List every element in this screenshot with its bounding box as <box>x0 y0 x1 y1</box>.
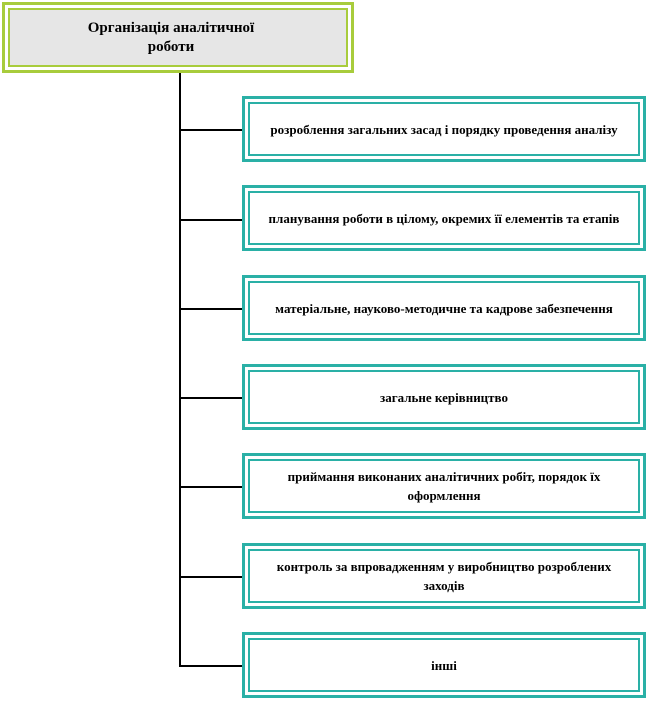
root-node-inner: Організація аналітичної роботи <box>8 8 348 67</box>
child-node: інші <box>242 632 646 698</box>
root-node: Організація аналітичної роботи <box>2 2 354 73</box>
child-node-inner: матеріальне, науково-методичне та кадров… <box>248 281 640 335</box>
child-node: планування роботи в цілому, окремих її е… <box>242 185 646 251</box>
child-node-inner: планування роботи в цілому, окремих її е… <box>248 191 640 245</box>
connector-branch <box>180 308 242 310</box>
child-node: матеріальне, науково-методичне та кадров… <box>242 275 646 341</box>
connector-branch <box>180 129 242 131</box>
connector-branch <box>180 576 242 578</box>
connector-branch <box>180 665 242 667</box>
child-node-inner: інші <box>248 638 640 692</box>
child-node-label: інші <box>431 657 457 673</box>
child-node-inner: приймання виконаних аналітичних робіт, п… <box>248 459 640 513</box>
child-node-inner: розроблення загальних засад і порядку пр… <box>248 102 640 156</box>
child-node: розроблення загальних засад і порядку пр… <box>242 96 646 162</box>
connector-spine <box>179 73 181 667</box>
connector-branch <box>180 486 242 488</box>
child-node-label: загальне керівництво <box>379 389 508 405</box>
child-node: загальне керівництво <box>242 364 646 430</box>
connector-branch <box>180 397 242 399</box>
child-node-label: розроблення загальних засад і порядку пр… <box>270 121 618 137</box>
child-node-label: матеріальне, науково-методичне та кадров… <box>275 300 613 316</box>
child-node-label: приймання виконаних аналітичних робіт, п… <box>287 469 601 503</box>
root-node-label: Організація аналітичної роботи <box>87 19 255 55</box>
child-node: приймання виконаних аналітичних робіт, п… <box>242 453 646 519</box>
child-node-label: планування роботи в цілому, окремих її е… <box>268 210 620 226</box>
child-node-inner: загальне керівництво <box>248 370 640 424</box>
child-node-inner: контроль за впровадженням у виробництво … <box>248 549 640 603</box>
connector-branch <box>180 219 242 221</box>
child-node: контроль за впровадженням у виробництво … <box>242 543 646 609</box>
child-node-label: контроль за впровадженням у виробництво … <box>276 559 612 593</box>
